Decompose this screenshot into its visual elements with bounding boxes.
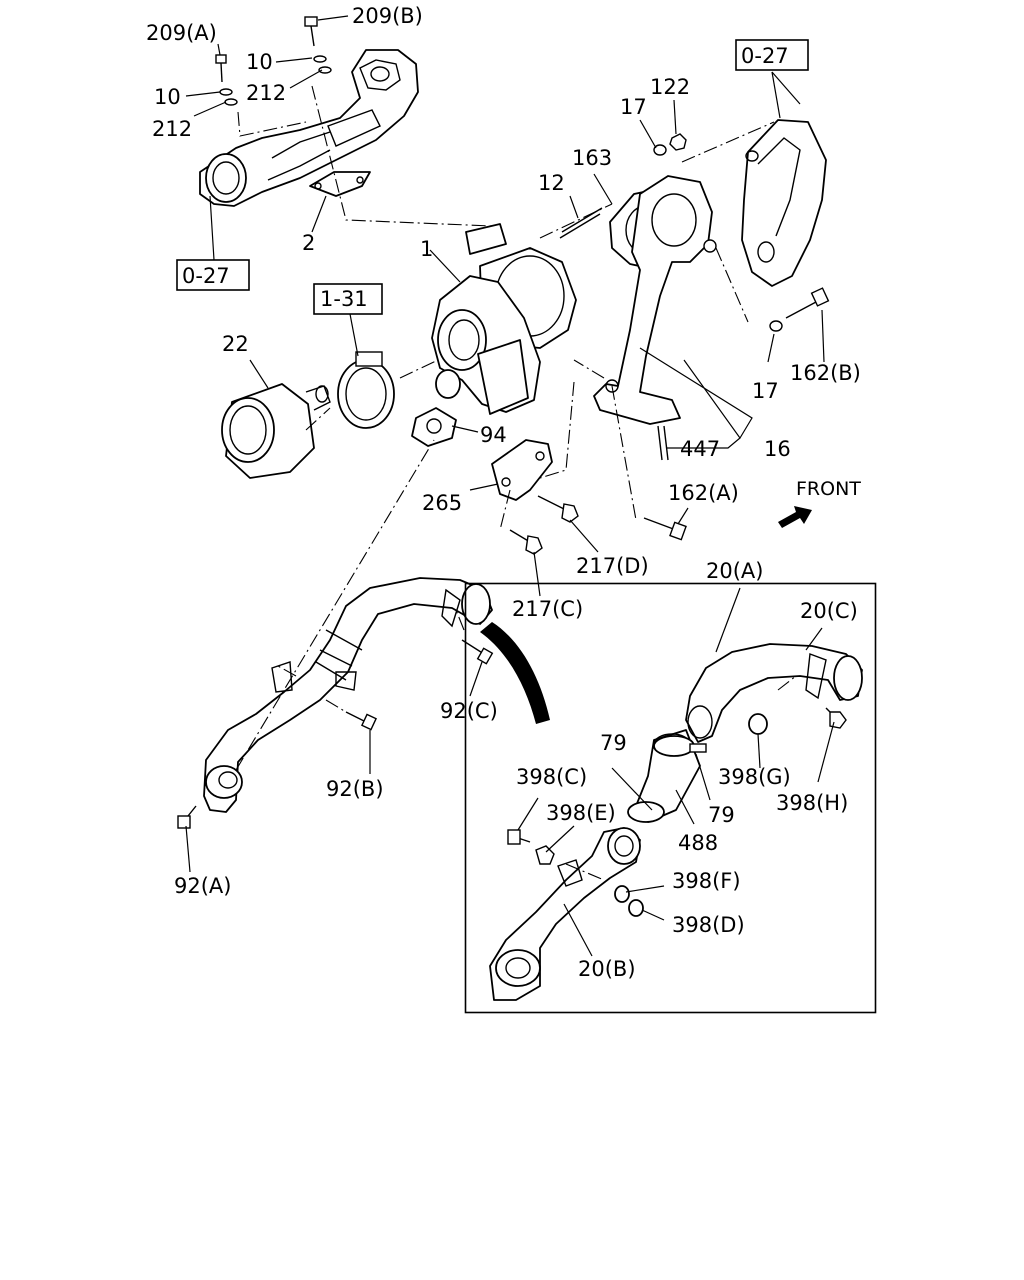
label-17b: 17 <box>752 379 779 403</box>
exhaust-manifold-part <box>199 49 419 207</box>
label-209b: 209(B) <box>352 4 423 28</box>
label-79a: 79 <box>600 731 627 755</box>
fitting-398e <box>535 845 555 865</box>
bolt-162b <box>785 287 830 319</box>
gasket-94-part <box>411 407 457 447</box>
label-10b: 10 <box>154 85 181 109</box>
label-20b: 20(B) <box>578 957 636 981</box>
washer-17b <box>769 320 783 332</box>
turbo-outlet-elbow-part <box>593 175 717 425</box>
bolt-217d <box>537 495 579 523</box>
label-398f: 398(F) <box>672 869 741 893</box>
bracket-265-part <box>491 439 553 501</box>
label-box-027-right <box>735 39 809 71</box>
label-20c: 20(C) <box>800 599 858 623</box>
label-2: 2 <box>302 231 315 255</box>
label-92c: 92(C) <box>440 699 498 723</box>
detail-box-20a <box>464 582 877 1014</box>
label-265: 265 <box>422 491 462 515</box>
label-217d: 217(D) <box>576 554 649 578</box>
label-box-131 <box>313 283 383 315</box>
label-162a: 162(A) <box>668 481 739 505</box>
washer-10a <box>313 55 327 63</box>
bolt-162a <box>643 517 687 541</box>
bolt-398h <box>825 707 847 729</box>
label-10a: 10 <box>246 50 273 74</box>
label-209a: 209(A) <box>146 21 217 45</box>
label-22: 22 <box>222 332 249 356</box>
fitting-398c <box>507 829 531 845</box>
label-398d: 398(D) <box>672 913 745 937</box>
bolt-209a <box>215 54 227 83</box>
stud-12 <box>559 207 603 239</box>
bolt-92b <box>345 711 377 731</box>
label-217c: 217(C) <box>512 597 583 621</box>
washer-10b <box>219 88 233 96</box>
dash-dot-lines <box>235 85 797 881</box>
washer-398d <box>628 899 644 917</box>
label-92a: 92(A) <box>174 874 231 898</box>
manifold-gasket-part <box>309 171 371 197</box>
label-212b: 212 <box>152 117 192 141</box>
label-12: 12 <box>538 171 565 195</box>
label-box-027-left <box>176 259 250 291</box>
label-1: 1 <box>420 237 433 261</box>
washer-212b <box>224 98 238 106</box>
washer-398f <box>614 885 630 903</box>
label-488: 488 <box>678 831 718 855</box>
bolt-209b <box>304 16 318 47</box>
pipe-20b-part <box>489 827 641 1001</box>
label-122: 122 <box>650 75 690 99</box>
label-front: FRONT <box>796 478 861 500</box>
pipe-assembly-part <box>203 577 493 813</box>
bolt-217c <box>509 529 543 555</box>
heat-shield-027 <box>741 119 827 287</box>
nut-122 <box>669 133 687 151</box>
turbocharger-part <box>431 223 577 415</box>
label-027-right: 0-27 <box>741 44 789 68</box>
label-162b: 162(B) <box>790 361 861 385</box>
label-212a: 212 <box>246 81 286 105</box>
label-94: 94 <box>480 423 507 447</box>
detail-arrow-icon <box>480 622 550 724</box>
label-20a: 20(A) <box>706 559 763 583</box>
label-79b: 79 <box>708 803 735 827</box>
leader-lines <box>185 15 835 957</box>
exhaust-outlet-pipe-part <box>221 383 331 479</box>
v-band-clamp-part <box>337 351 395 429</box>
label-131: 1-31 <box>320 287 368 311</box>
label-027-left: 0-27 <box>182 264 230 288</box>
pipe-20c-part <box>685 643 863 743</box>
label-16: 16 <box>764 437 791 461</box>
label-398c: 398(C) <box>516 765 587 789</box>
label-163: 163 <box>572 146 612 170</box>
stud-447 <box>657 425 669 461</box>
label-398g: 398(G) <box>718 765 791 789</box>
clamp-79a <box>653 735 707 757</box>
bolt-92a <box>177 805 197 829</box>
label-92b: 92(B) <box>326 777 384 801</box>
label-447: 447 <box>680 437 720 461</box>
washer-17a <box>653 144 667 156</box>
fitting-398g <box>748 713 768 735</box>
clamp-79b <box>627 801 665 823</box>
label-398h: 398(H) <box>776 791 848 815</box>
label-17a: 17 <box>620 95 647 119</box>
washer-212a <box>318 66 332 74</box>
label-398e: 398(E) <box>546 801 616 825</box>
bolt-92c <box>461 639 494 665</box>
front-arrow-icon <box>778 506 812 528</box>
